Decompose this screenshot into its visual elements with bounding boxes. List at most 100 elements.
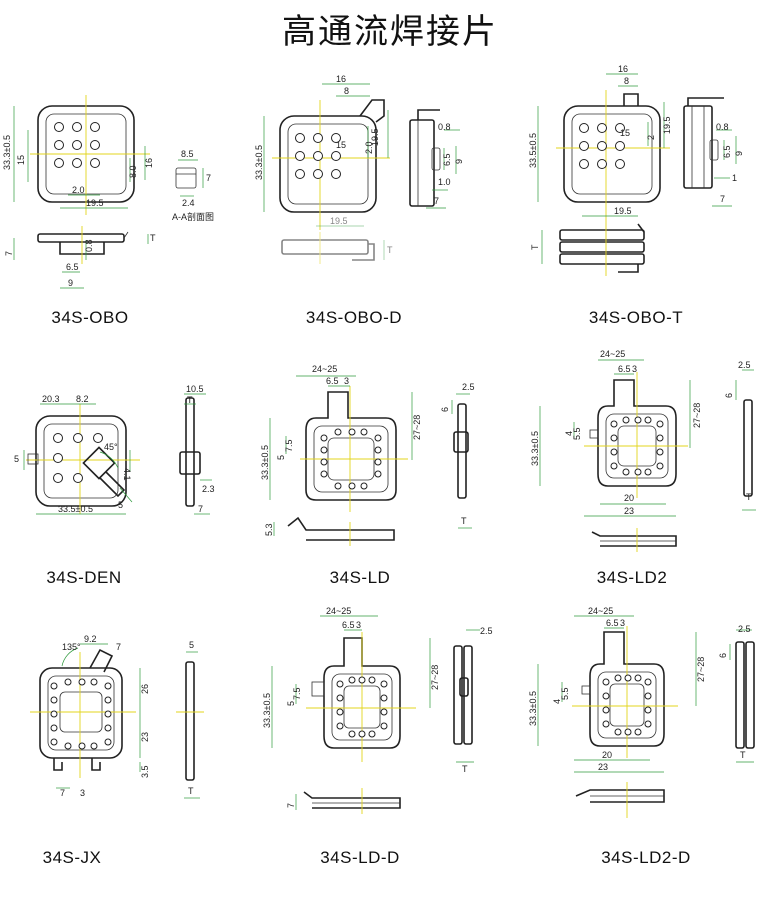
dim-label: T [746,492,752,502]
dim-label: 19.5 [86,198,104,208]
dim-label: 7 [434,196,439,206]
part-name: 34S-OBO-T [588,308,684,327]
dim-label: 4 [564,431,574,436]
dim-label: 1.0 [438,177,451,187]
dim-label: 23 [598,762,608,772]
dim-label: 6.5 [342,620,355,630]
dim-label: 45° [104,442,118,452]
dim-label: 8 [624,76,629,86]
drawing-34s-obo: 33.3±0.5 15 2.0 19.5 8.0 16 8.5 7 2.4 A-… [0,50,260,340]
dim-label: 5 [118,500,123,510]
dim-label: 26 [140,684,150,694]
hole-ring [320,428,382,490]
part-name: 34S-OBO-D [305,308,403,327]
dim-label: 5 [276,455,286,460]
technical-drawing: 24~25 6.5 3 27~28 33.3±0.5 4 5.5 2.5 6 2… [528,606,755,818]
drawing-34s-den: 20.3 8.2 5 45° 4.1 5 33.5±0.5 10.5 T 2.3… [0,340,260,630]
dim-label: T [187,395,193,405]
dim-label: 2.3 [202,484,215,494]
dim-label: 3 [356,620,361,630]
dim-label: T [740,750,746,760]
dim-label: 24~25 [312,364,337,374]
dim-label: 9 [454,159,464,164]
part-name: 34S-LD [329,568,391,587]
dim-label: 4 [552,699,562,704]
technical-drawing: 33.3±0.5 15 2.0 19.5 8.0 16 8.5 7 2.4 A-… [2,95,214,289]
dim-label: 6 [718,653,728,658]
dim-label: 33.3±0.5 [260,445,270,480]
dim-label: 2.5 [480,626,493,636]
dim-label: 20 [624,493,634,503]
dim-label: 7 [4,251,14,256]
dim-label: 6.5 [606,618,619,628]
dim-label: 135° [62,642,81,652]
dim-label: 3 [620,618,625,628]
dim-label: 7 [198,504,203,514]
hole-ring [336,676,388,738]
dim-label: 1 [732,173,737,183]
drawing-34s-ld2-d: 24~25 6.5 3 27~28 33.3±0.5 4 5.5 2.5 6 2… [520,606,780,912]
dim-label: T [188,786,194,796]
technical-drawing: 24~25 6.5 3 27~28 33.3±0.5 5 7.5 2.5 T 7 [262,606,493,814]
dim-label: T [530,244,540,250]
dim-label: 7 [60,788,65,798]
dim-label: 24~25 [600,349,625,359]
dim-label: 2.4 [182,198,195,208]
drawing-34s-obo-t: 16 8 33.5±0.5 2 19.5 15 0.8 6.5 9 1 7 19… [520,50,780,340]
dim-label: 15 [336,140,346,150]
dim-label: 7 [206,173,211,183]
part-name: 34S-DEN [46,568,122,587]
dim-label: 33.5±0.5 [58,504,93,514]
drawing-34s-obo-d: 16 8 33.3±0.5 15 19.5 2.0 0.8 6.5 9 1.0 … [254,50,520,340]
dim-label: 8 [344,86,349,96]
dim-label: 2.5 [738,624,751,634]
technical-drawing: 16 8 33.3±0.5 15 19.5 2.0 0.8 6.5 9 1.0 … [254,74,464,264]
dim-label: 7.5 [292,687,302,700]
dim-label: 8.0 [128,165,138,178]
drawing-34s-ld-d: 24~25 6.5 3 27~28 33.3±0.5 5 7.5 2.5 T 7… [260,606,520,912]
hole-ring [610,416,664,476]
dim-label: 19.5 [662,116,672,134]
dim-label: 0.8 [716,122,729,132]
part-name: 34S-LD2-D [601,848,691,867]
dim-label: 5.5 [572,427,582,440]
dim-label: T [462,764,468,774]
dim-label: 5 [286,701,296,706]
technical-drawing: 20.3 8.2 5 45° 4.1 5 33.5±0.5 10.5 T 2.3… [14,384,215,515]
hole-ring [602,674,652,736]
dim-label: 19.5 [330,216,348,226]
dim-label: 0.8 [84,239,94,252]
dim-label: 9.2 [84,634,97,644]
dim-label: 23 [624,506,634,516]
dim-label: 2 [646,135,656,140]
dim-label: 20 [602,750,612,760]
part-name: 34S-LD2 [596,568,668,587]
dim-label: 4.1 [122,468,132,481]
hole-ring [50,678,112,750]
dim-label: 7 [116,642,121,652]
dim-label: 23 [140,732,150,742]
dim-label: 10.5 [186,384,204,394]
dim-label: 8.5 [181,149,194,159]
dim-label: 3 [632,364,637,374]
dim-label: 24~25 [326,606,351,616]
drawing-34s-ld: 24~25 6.5 3 27~28 33.3±0.5 5 7.5 2.5 6 T… [260,340,520,630]
dim-label: 6 [724,393,734,398]
dim-label: T [387,245,393,255]
part-name: 34S-OBO [51,308,129,327]
dim-label: 2.5 [738,360,751,370]
dim-label: 6.5 [442,153,452,166]
dim-label: 7 [720,194,725,204]
dim-label: 33.3±0.5 [254,145,264,180]
dim-label: 0.8 [438,122,451,132]
page-title: 高通流焊接片 [282,12,498,52]
dim-label: T [150,233,156,243]
technical-drawing: 24~25 6.5 3 27~28 33.3±0.5 5 7.5 2.5 6 T… [260,364,475,546]
dim-label: 6 [440,407,450,412]
part-name: 34S-JX [42,848,102,867]
dim-label: 2.0 [72,185,85,195]
dim-label: 33.3±0.5 [262,693,272,728]
technical-drawing: 16 8 33.5±0.5 2 19.5 15 0.8 6.5 9 1 7 19… [528,64,744,276]
dim-label: 15 [620,128,630,138]
part-name: 34S-LD-D [320,848,400,867]
